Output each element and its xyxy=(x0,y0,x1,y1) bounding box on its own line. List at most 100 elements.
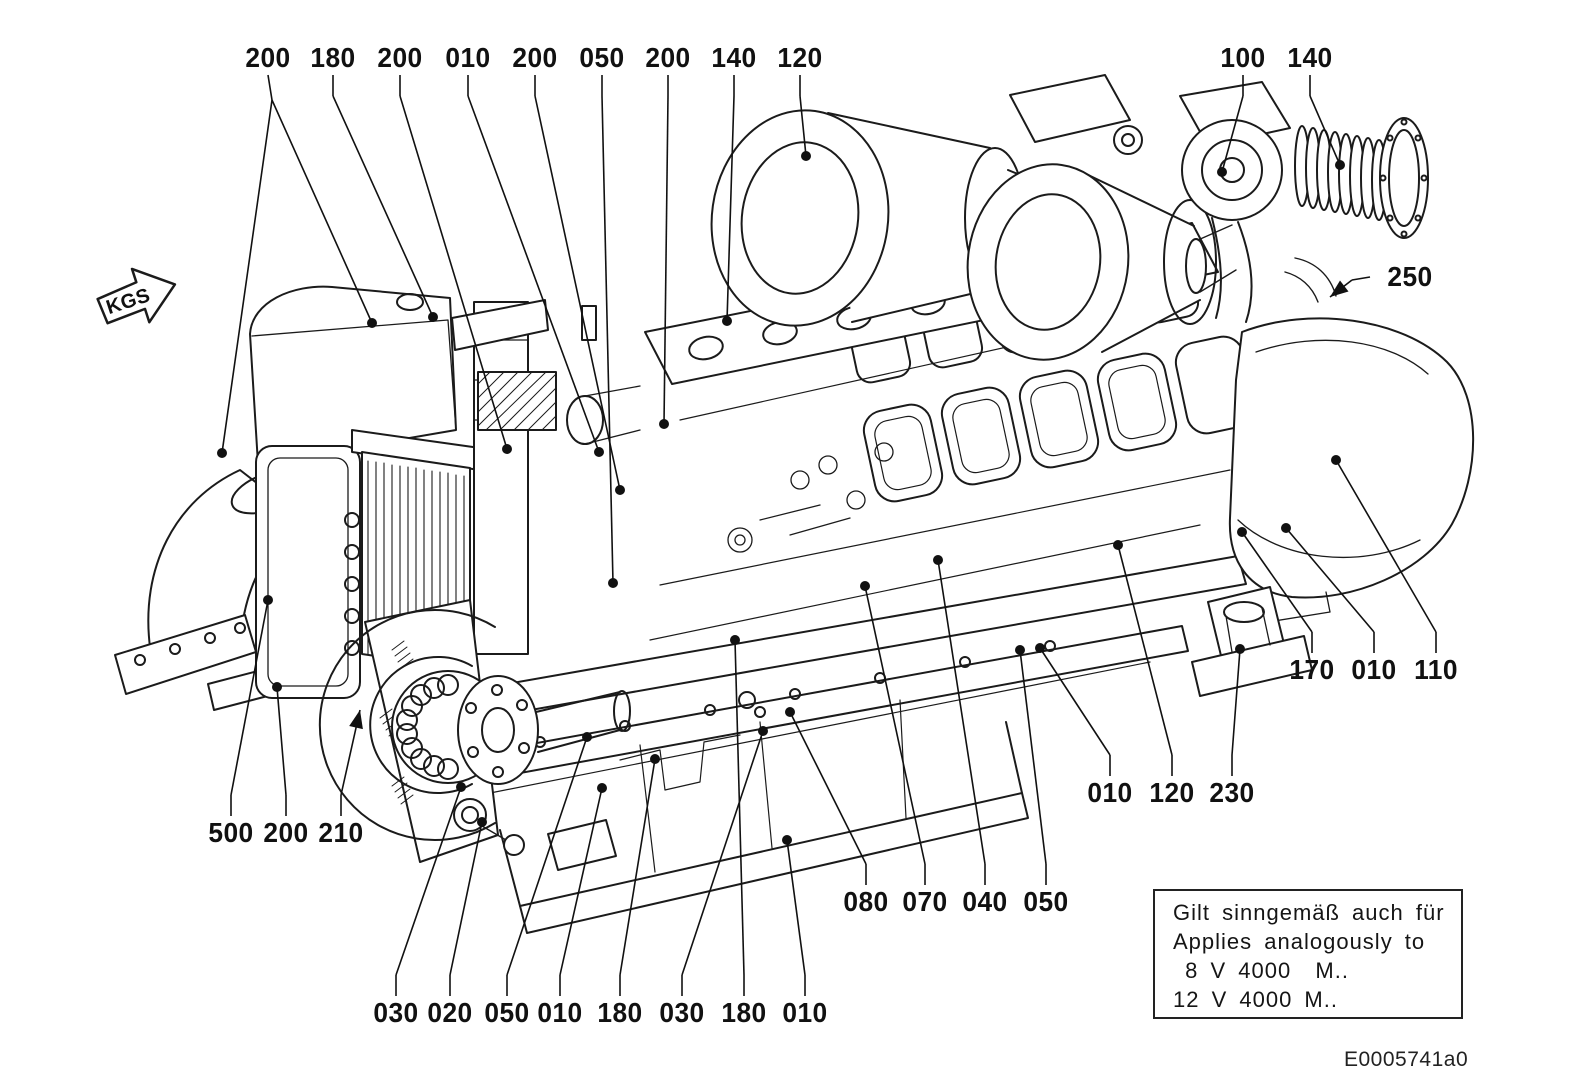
engine-mount-right xyxy=(1191,586,1313,697)
callout-label-200[interactable]: 200 xyxy=(263,817,309,848)
callout-label-200[interactable]: 200 xyxy=(377,42,423,73)
leader-line xyxy=(332,95,434,318)
leader-line xyxy=(221,99,273,454)
note-box: Gilt sinngemäß auch für Applies analogou… xyxy=(1153,889,1463,1019)
heat-exchanger xyxy=(255,445,361,699)
leader-line xyxy=(230,599,269,796)
callout-label-170[interactable]: 170 xyxy=(1289,654,1335,685)
note-line-12v: 12 V 4000 M.. xyxy=(1173,987,1338,1012)
leader-line xyxy=(559,787,603,976)
leader-dot xyxy=(615,485,625,495)
leader-line xyxy=(1019,649,1047,865)
callout-label-010[interactable]: 010 xyxy=(782,997,828,1028)
leader-line xyxy=(1335,459,1437,633)
leader-line xyxy=(734,639,745,976)
callout-label-120[interactable]: 120 xyxy=(1149,777,1195,808)
callout-label-180[interactable]: 180 xyxy=(721,997,767,1028)
callout-label-110[interactable]: 110 xyxy=(1414,654,1458,685)
leader-line xyxy=(506,736,588,976)
leader-line xyxy=(467,95,600,453)
leader-dot xyxy=(1237,527,1247,537)
leader-line xyxy=(534,95,621,491)
leader-dot xyxy=(1217,167,1227,177)
leader-dot xyxy=(582,732,592,742)
callout-label-030[interactable]: 030 xyxy=(659,997,705,1028)
leader-line xyxy=(864,585,926,865)
leader-line xyxy=(1117,544,1173,756)
drawing-number: E0005741a0 xyxy=(1344,1048,1469,1071)
leader-line xyxy=(395,786,462,976)
leader-dot xyxy=(217,448,227,458)
leader-dot xyxy=(782,835,792,845)
air-filter-front xyxy=(710,109,1063,327)
leader-line xyxy=(726,95,735,322)
leader-line xyxy=(681,730,764,976)
leader-line xyxy=(937,559,986,865)
leader-dot xyxy=(272,682,282,692)
callout-label-250[interactable]: 250 xyxy=(1387,261,1433,292)
cylinder-covers-front xyxy=(862,335,1256,503)
leader-dot xyxy=(428,312,438,322)
leader-line xyxy=(1039,647,1111,756)
callout-label-180[interactable]: 180 xyxy=(597,997,643,1028)
air-filter-rear xyxy=(966,163,1217,361)
callout-label-070[interactable]: 070 xyxy=(902,886,948,917)
note-line-german: Gilt sinngemäß auch für xyxy=(1173,900,1445,925)
callout-label-200[interactable]: 200 xyxy=(245,42,291,73)
cooler-frame xyxy=(451,299,641,655)
leader-line xyxy=(789,711,867,865)
callout-label-050[interactable]: 050 xyxy=(1023,886,1069,917)
leader-line xyxy=(786,839,806,976)
leader-arrowhead xyxy=(1330,280,1349,297)
callout-label-200[interactable]: 200 xyxy=(512,42,558,73)
leader-line xyxy=(449,821,483,976)
leader-line xyxy=(1351,276,1371,281)
leader-dot xyxy=(1281,523,1291,533)
callout-label-040[interactable]: 040 xyxy=(962,886,1008,917)
leader-line xyxy=(276,686,287,796)
callout-label-210[interactable]: 210 xyxy=(318,817,364,848)
base-frame xyxy=(391,469,1247,934)
leader-dot xyxy=(1235,644,1245,654)
callout-label-180[interactable]: 180 xyxy=(310,42,356,73)
callout-label-010[interactable]: 010 xyxy=(445,42,491,73)
callout-label-030[interactable]: 030 xyxy=(373,997,419,1028)
leader-dot xyxy=(722,316,732,326)
leader-dot xyxy=(730,635,740,645)
callout-label-100[interactable]: 100 xyxy=(1220,42,1266,73)
leader-line xyxy=(1221,95,1244,173)
leader-lines xyxy=(217,74,1437,996)
leader-dot xyxy=(263,595,273,605)
callout-label-230[interactable]: 230 xyxy=(1209,777,1255,808)
leader-dot xyxy=(758,726,768,736)
leader-line xyxy=(1285,527,1375,633)
callout-label-050[interactable]: 050 xyxy=(484,997,530,1028)
leader-line xyxy=(1231,648,1241,756)
callout-label-080[interactable]: 080 xyxy=(843,886,889,917)
callout-label-140[interactable]: 140 xyxy=(1287,42,1333,73)
callout-label-010[interactable]: 010 xyxy=(1351,654,1397,685)
leader-dot xyxy=(860,581,870,591)
leader-dot xyxy=(1035,643,1045,653)
leader-dot xyxy=(477,817,487,827)
leader-line xyxy=(663,95,669,425)
callout-label-050[interactable]: 050 xyxy=(579,42,625,73)
callout-label-500[interactable]: 500 xyxy=(208,817,254,848)
leader-dot xyxy=(933,555,943,565)
leader-line xyxy=(1309,95,1341,166)
leader-dot xyxy=(1331,455,1341,465)
callout-label-010[interactable]: 010 xyxy=(537,997,583,1028)
leader-dot xyxy=(1113,540,1123,550)
callout-label-020[interactable]: 020 xyxy=(427,997,473,1028)
callout-label-120[interactable]: 120 xyxy=(777,42,823,73)
kgs-flag: KGS xyxy=(96,267,177,325)
callout-label-140[interactable]: 140 xyxy=(711,42,757,73)
turbocharger xyxy=(1009,74,1429,323)
note-line-english: Applies analogously to xyxy=(1173,929,1426,954)
leader-dot xyxy=(650,754,660,764)
injection-cluster xyxy=(727,442,894,553)
callout-label-200[interactable]: 200 xyxy=(645,42,691,73)
callout-label-010[interactable]: 010 xyxy=(1087,777,1133,808)
